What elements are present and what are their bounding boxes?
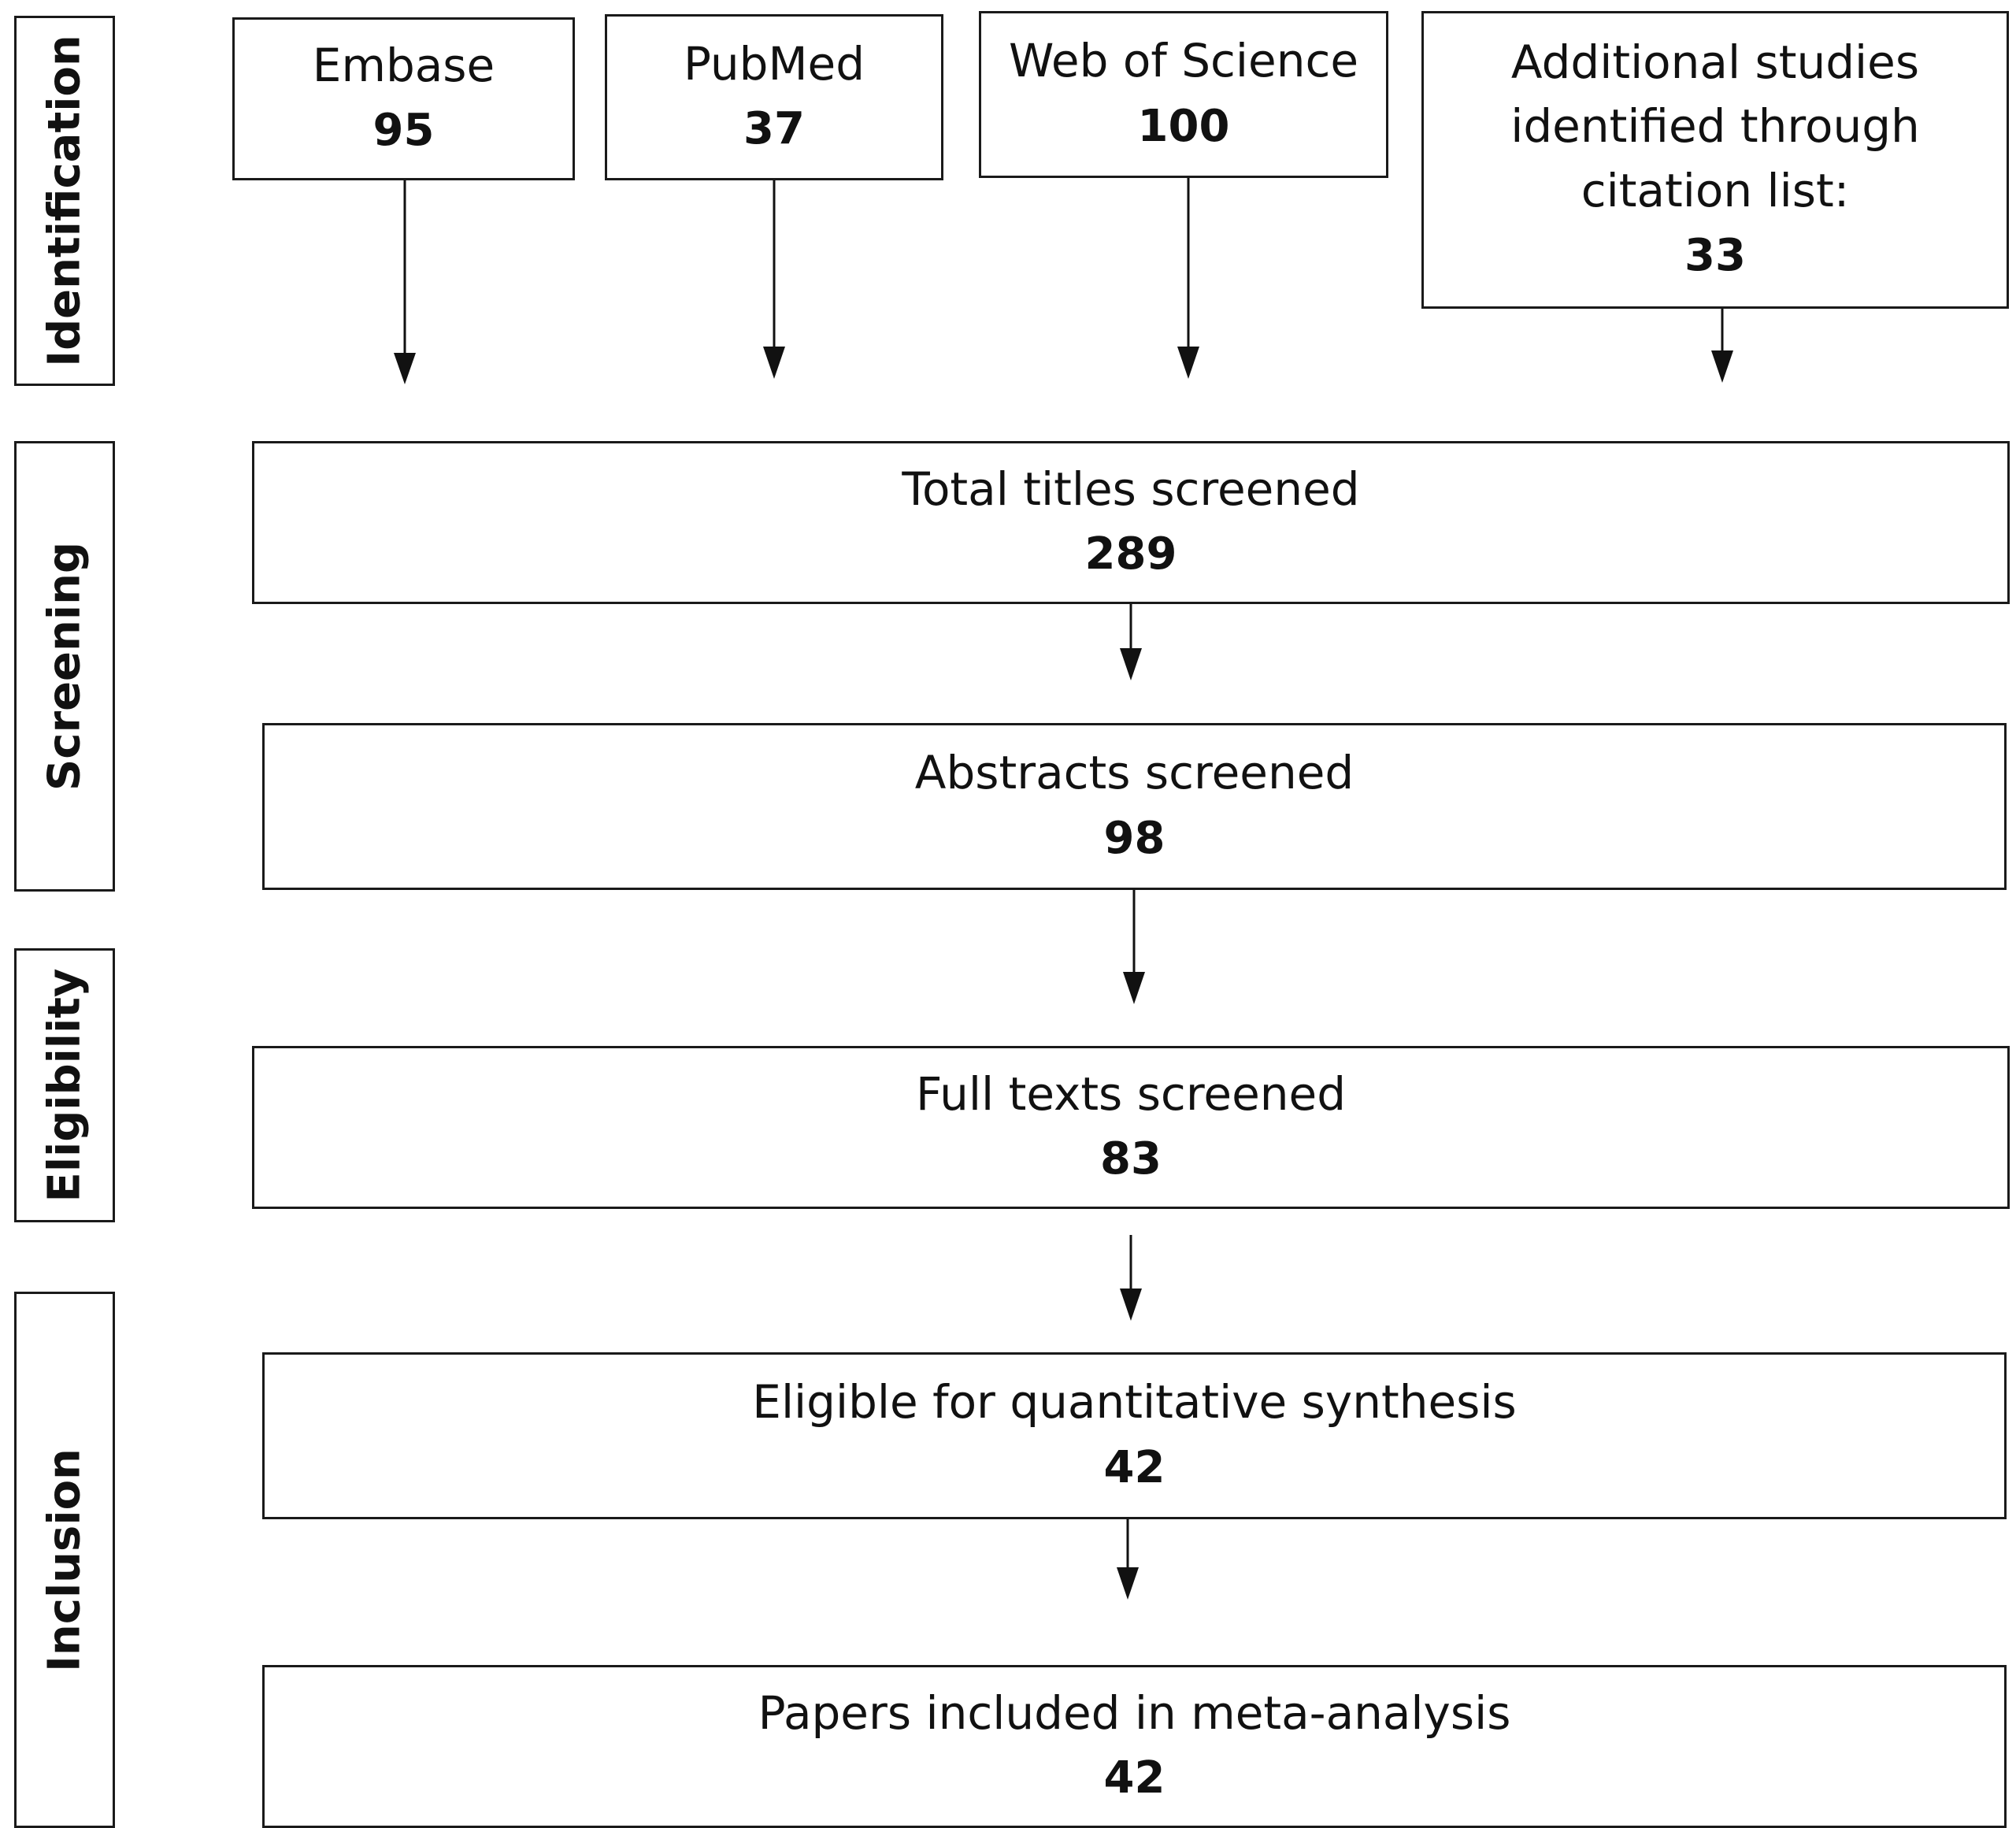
source-label: Embase [312,38,495,92]
source-label: Web of Science [1008,34,1359,88]
step-box-eligible: Eligible for quantitative synthesis 42 [262,1352,2007,1519]
arrow-abstracts-to-fulltexts [1123,890,1145,1004]
step-label: Eligible for quantitative synthesis [752,1375,1517,1429]
step-label: Papers included in meta-analysis [758,1685,1511,1740]
source-count: 37 [743,103,805,155]
step-count: 98 [1103,812,1166,864]
step-count: 83 [1100,1133,1162,1185]
source-count: 100 [1137,100,1230,152]
arrow-eligible-to-included [1117,1519,1139,1600]
step-label: Abstracts screened [914,746,1354,800]
arrow-pubmed-to-titles [763,180,785,379]
step-count: 289 [1084,528,1177,580]
source-box-web-of-science: Web of Science 100 [979,11,1388,178]
arrow-fulltexts-to-eligible [1120,1235,1142,1321]
stage-eligibility: Eligibility [14,948,115,1222]
source-box-pubmed: PubMed 37 [605,14,943,180]
source-box-citation-list: Additional studies identified through ci… [1421,11,2009,309]
arrow-embase-to-titles [394,180,416,384]
source-count: 95 [372,105,435,157]
step-label: Total titles screened [902,462,1360,516]
stage-screening: Screening [14,441,115,892]
arrow-wos-to-titles [1177,178,1199,379]
stage-identification: Identification [14,16,115,386]
step-box-full-texts: Full texts screened 83 [252,1046,2010,1209]
step-count: 42 [1103,1752,1166,1804]
arrow-citation-to-titles [1711,309,1733,383]
step-count: 42 [1103,1441,1166,1493]
source-label: Additional studies identified through ci… [1510,35,1920,217]
arrow-titles-to-abstracts [1120,604,1142,680]
step-label: Full texts screened [915,1066,1347,1121]
stage-inclusion: Inclusion [14,1292,115,1828]
source-box-embase: Embase 95 [232,17,575,180]
source-label: PubMed [683,36,865,91]
step-box-abstracts: Abstracts screened 98 [262,723,2007,890]
source-count: 33 [1684,229,1746,281]
step-box-included: Papers included in meta-analysis 42 [262,1665,2007,1828]
step-box-total-titles: Total titles screened 289 [252,441,2010,604]
